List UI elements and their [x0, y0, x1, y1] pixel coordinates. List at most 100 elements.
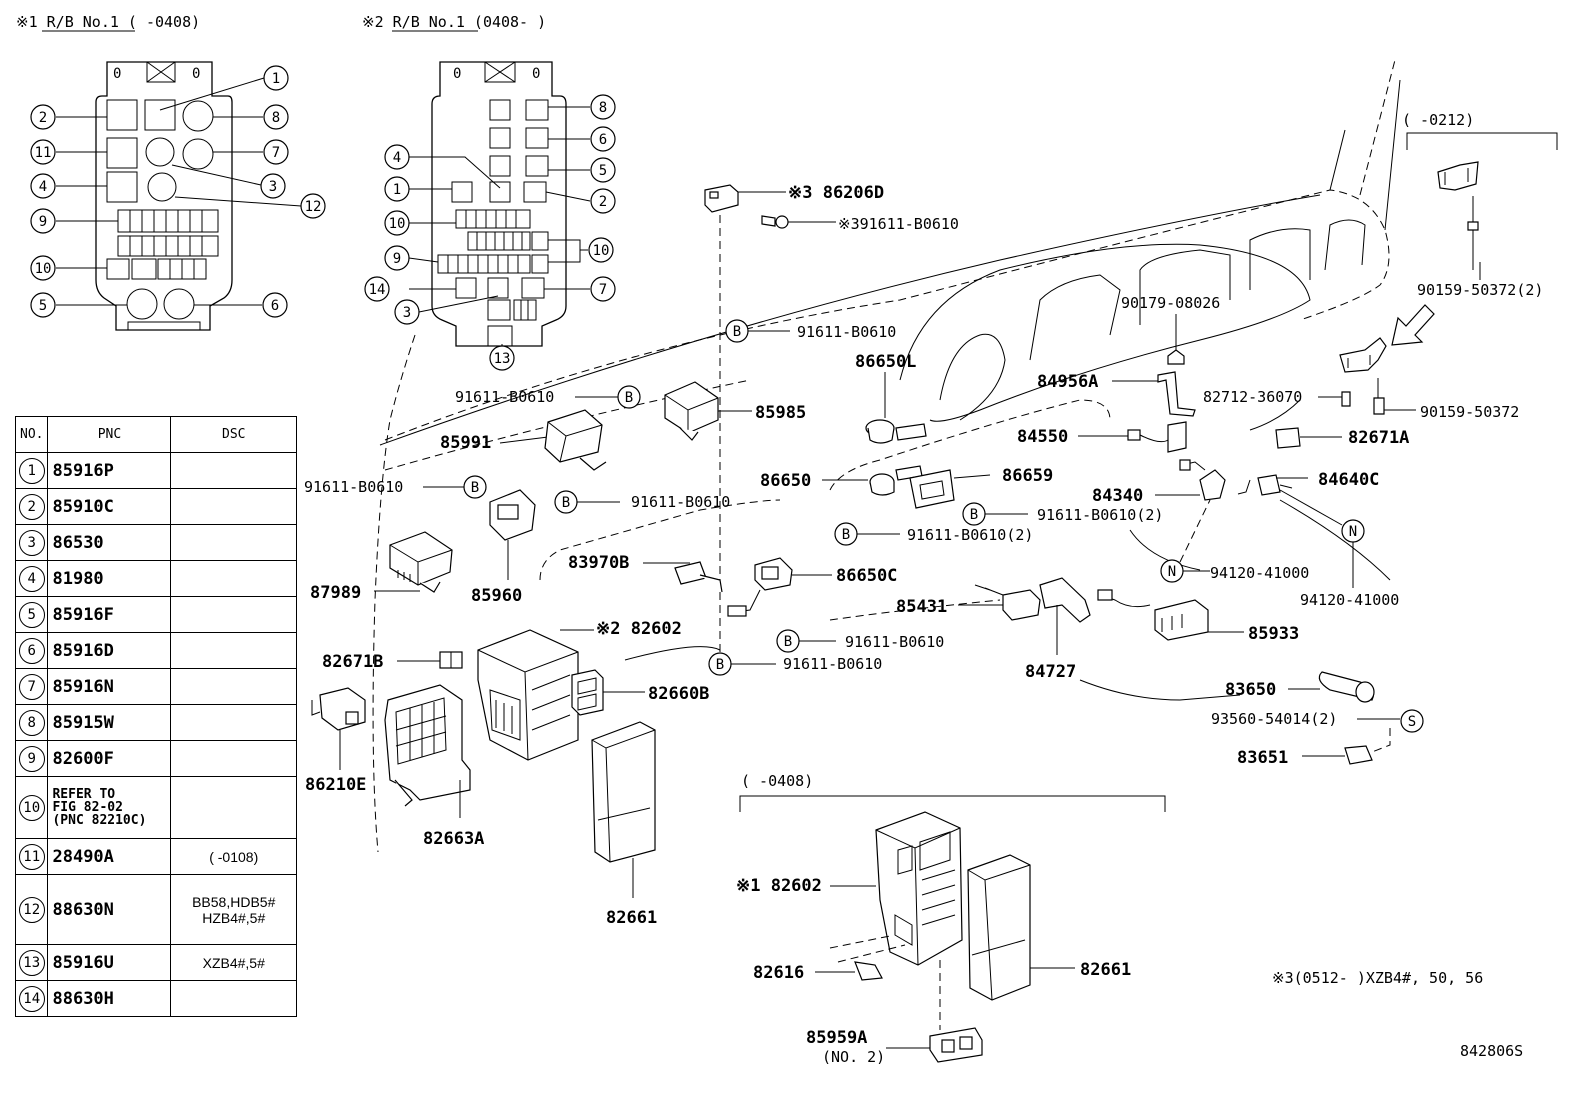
marker-b-3: 91611-B0610 B	[304, 475, 487, 499]
svg-text:B: B	[562, 495, 570, 511]
part-86650: 86650	[760, 465, 923, 496]
part-82671A: 82671A	[1275, 427, 1409, 449]
marker-b-1: B 91611-B0610	[725, 319, 896, 343]
row-number-badge: 2	[18, 493, 45, 520]
row-number-badge: 10	[18, 794, 45, 821]
svg-text:10: 10	[389, 216, 406, 232]
svg-text:5: 5	[599, 163, 607, 179]
svg-text:83970B: 83970B	[568, 553, 629, 573]
svg-text:82661: 82661	[606, 908, 657, 928]
dsc-line: XZB4#,5#	[202, 954, 265, 971]
column-header-dsc: DSC	[170, 416, 297, 453]
part-86210E: 86210E	[305, 687, 366, 795]
svg-text:N: N	[1168, 564, 1176, 580]
rb1-callout-8: 8	[263, 104, 289, 130]
part-86206D: ※3 86206D	[704, 183, 884, 213]
cell-no: 4	[14, 560, 49, 597]
svg-text:9: 9	[39, 214, 47, 230]
svg-text:0: 0	[453, 66, 461, 82]
cell-dsc	[170, 524, 297, 561]
rb2-callout-10-left: 10	[384, 210, 410, 236]
rb1-callout-7: 7	[263, 139, 289, 165]
row-number-badge: 4	[18, 565, 45, 592]
rb1-callout-12: 12	[300, 193, 326, 219]
svg-text:91611-B0610: 91611-B0610	[455, 388, 554, 406]
rb1-callout-6: 6	[262, 292, 288, 318]
cell-pnc: 88630H	[47, 980, 172, 1017]
svg-text:85991: 85991	[440, 433, 491, 453]
rb2-callout-9: 9	[384, 245, 410, 271]
svg-text:90159-50372(2): 90159-50372(2)	[1417, 281, 1543, 299]
svg-text:0: 0	[192, 66, 200, 82]
svg-text:B: B	[625, 390, 633, 406]
svg-text:S: S	[1408, 714, 1416, 730]
cell-pnc: 85916F	[47, 596, 172, 633]
cell-no: 13	[14, 944, 49, 981]
part-83970B: 83970B	[568, 553, 723, 593]
cell-pnc: 85910C	[47, 488, 172, 525]
svg-text:84956A: 84956A	[1037, 372, 1098, 392]
svg-text:91611-B0610: 91611-B0610	[631, 493, 730, 511]
cell-no: 5	[14, 596, 49, 633]
svg-text:5: 5	[39, 298, 47, 314]
svg-text:7: 7	[599, 282, 607, 298]
svg-text:※2 82602: ※2 82602	[596, 619, 682, 639]
cell-pnc: 85916N	[47, 668, 172, 705]
part-85959A: 85959A (NO. 2)	[806, 960, 983, 1066]
part-84727: 84727	[1025, 605, 1076, 682]
rb2-header: ※2 R/B No.1 (0408- )	[362, 13, 546, 31]
svg-text:B: B	[970, 507, 978, 523]
cell-dsc: XZB4#,5#	[170, 944, 297, 981]
svg-text:(NO. 2): (NO. 2)	[822, 1048, 885, 1066]
svg-text:91611-B0610: 91611-B0610	[783, 655, 882, 673]
cell-dsc	[170, 740, 297, 777]
part-bracket-0212: ( -0212)	[1402, 111, 1558, 280]
rb2-callout-13: 13	[489, 345, 515, 371]
dsc-line: BB58,HDB5#	[192, 893, 276, 910]
row-number-badge: 6	[18, 637, 45, 664]
row-number-badge: 13	[18, 949, 45, 976]
svg-text:※3 86206D: ※3 86206D	[788, 183, 884, 203]
rb2-callouts: 8 6 4 5 1 2 10 10 9 14 7 3 13	[364, 94, 616, 371]
row-number-badge: 3	[18, 529, 45, 556]
part-86659: 86659	[909, 466, 1053, 509]
part-84340: 84340	[1092, 459, 1226, 506]
part-82671B: 82671B	[322, 651, 463, 672]
marker-b-2: 91611-B0610 B	[455, 385, 641, 409]
row-number-badge: 8	[18, 709, 45, 736]
part-84640C: 84640C	[1237, 470, 1379, 496]
part-85960: 85960	[471, 489, 536, 606]
part-82602-rb2: ※2 82602	[477, 619, 682, 761]
svg-text:86650L: 86650L	[855, 352, 916, 372]
svg-text:85959A: 85959A	[806, 1028, 867, 1048]
cell-pnc: 82600F	[47, 740, 172, 777]
cell-dsc	[170, 704, 297, 741]
svg-text:82660B: 82660B	[648, 684, 709, 704]
svg-text:※391611-B0610: ※391611-B0610	[838, 215, 959, 233]
svg-text:85431: 85431	[896, 597, 947, 617]
cell-no: 6	[14, 632, 49, 669]
marker-n-1: N 94120-41000	[1279, 489, 1399, 609]
cell-no: 14	[14, 980, 49, 1017]
column-header-pnc: PNC	[47, 416, 172, 453]
svg-text:86210E: 86210E	[305, 775, 366, 795]
part-82616: 82616	[753, 935, 906, 983]
svg-text:4: 4	[393, 150, 401, 166]
svg-text:4: 4	[39, 179, 47, 195]
cell-dsc	[170, 452, 297, 489]
svg-text:8: 8	[272, 110, 280, 126]
svg-text:8: 8	[599, 100, 607, 116]
svg-text:( -0212): ( -0212)	[1402, 111, 1474, 129]
svg-text:87989: 87989	[310, 583, 361, 603]
svg-text:0: 0	[113, 66, 121, 82]
part-82660B: 82660B	[571, 669, 709, 716]
svg-text:84640C: 84640C	[1318, 470, 1379, 490]
part-85991: 85991	[440, 409, 607, 471]
